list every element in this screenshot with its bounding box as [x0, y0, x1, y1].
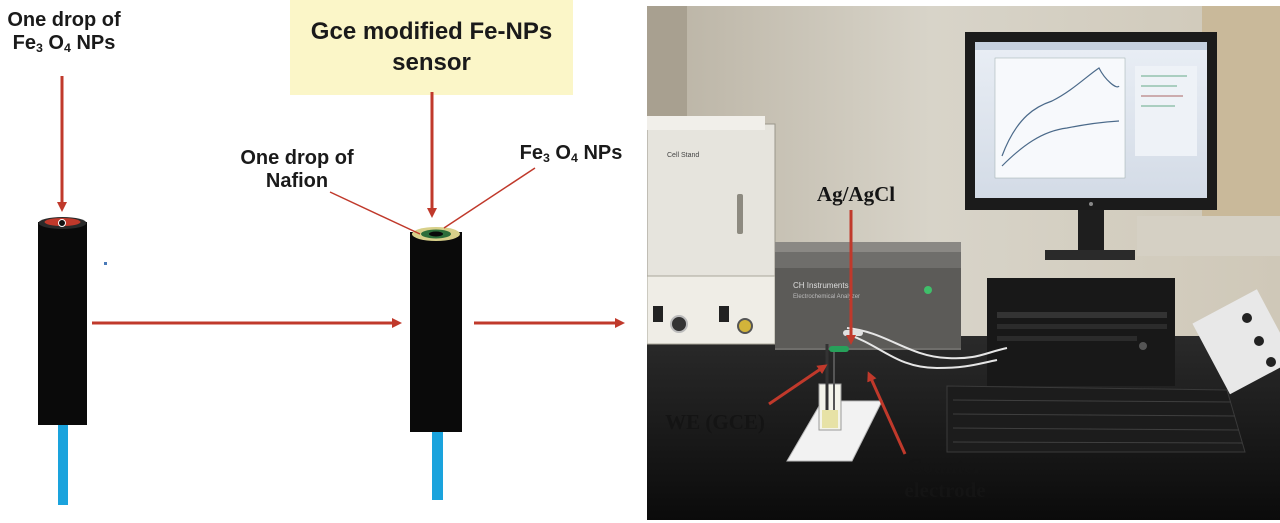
pointer-nafion [329, 191, 421, 235]
desktop-cpu [987, 278, 1175, 386]
computer-monitor [965, 32, 1217, 260]
cell-stand-unit: Cell Stand [647, 116, 776, 345]
electrode-1-tip [58, 425, 68, 505]
lab-photo-illustration: Cell Stand CH Instruments Electrochemica… [647, 6, 1280, 520]
cables [846, 327, 1008, 370]
label-counter-electrode: Counter electrode [904, 454, 986, 503]
label-fe3o4-nps: Fe3 O4 NPs [519, 142, 623, 166]
sensor-callout-box [290, 0, 573, 95]
arrow-counter [867, 371, 907, 455]
modified-electrode [410, 227, 462, 500]
pointer-fe3o4 [443, 167, 536, 229]
keyboard [946, 385, 1246, 453]
electrode-2-body [410, 232, 462, 432]
electrochemical-cell [786, 330, 883, 462]
electrode-2-tip [432, 430, 443, 500]
callout-title: Gce modified Fe-NPs sensor [310, 18, 553, 77]
label-drop-nafion: One drop of Nafion [240, 147, 354, 192]
svg-text:Cell Stand: Cell Stand [667, 152, 699, 159]
label-drop-fe3o4: One drop of Fe3 O4 NPs [7, 9, 121, 56]
svg-text:Electrochemical Analyzer: Electrochemical Analyzer [793, 294, 860, 300]
lab-setup-photo: Cell Stand CH Instruments Electrochemica… [647, 6, 1280, 520]
power-strip [1192, 289, 1280, 395]
svg-text:CH Instruments: CH Instruments [793, 281, 849, 290]
bare-electrode [38, 217, 87, 505]
label-we-gce: WE (GCE) [665, 410, 765, 434]
electrode-1-body [38, 222, 87, 425]
ch-instruments-analyzer: CH Instruments Electrochemical Analyzer [775, 242, 961, 350]
arrow-we [768, 364, 828, 406]
label-ag-agcl: Ag/AgCl [816, 182, 896, 206]
